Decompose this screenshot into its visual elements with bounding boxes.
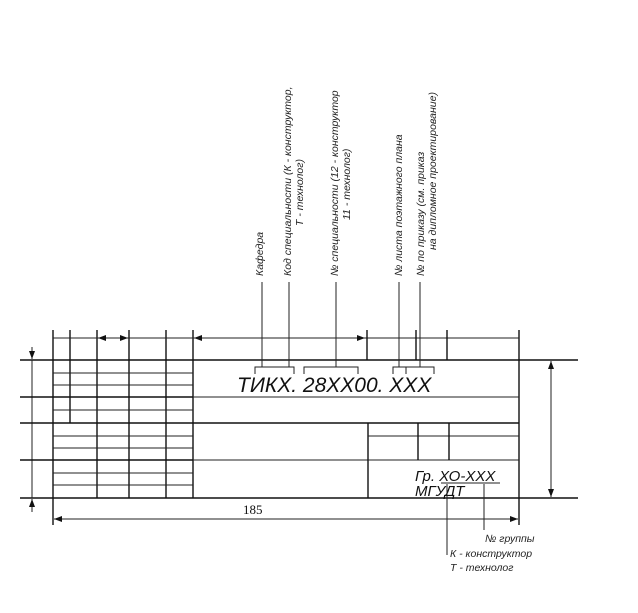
callout-technologist: Т - технолог	[450, 562, 513, 574]
callout-specialty-number: № специальности (12 - конструктор	[329, 90, 341, 276]
university-text: МГУДТ	[415, 483, 466, 500]
callout-sheet-number: № листа поэтажного плана	[393, 134, 405, 276]
left-grid	[53, 330, 194, 498]
designation-brackets	[254, 366, 435, 374]
frame	[20, 330, 578, 525]
callout-order-number: № по приказу (см. приказ	[415, 152, 427, 276]
left-dimension	[20, 347, 53, 512]
top-leaders	[261, 282, 421, 367]
callout-order-number-2: на дипломное проектирование)	[427, 92, 439, 250]
group-text: Гр. ХО-ХХХ	[415, 468, 496, 485]
right-area	[193, 396, 519, 498]
callout-group-number: № группы	[485, 533, 535, 545]
callout-department: Кафедра	[254, 232, 266, 276]
callout-specialty-number-2: 11 - технолог)	[341, 149, 353, 220]
callout-specialty-code: Код специальности (К - конструктор,	[282, 86, 294, 276]
callout-designer: К - конструктор	[450, 548, 532, 560]
width-dimension-label: 185	[243, 502, 263, 517]
top-dimension-chain	[53, 330, 519, 360]
width-dimension: 185	[54, 502, 518, 522]
designation-text: ТИКХ. 28ХХ00. ХХХ	[237, 374, 432, 397]
callout-specialty-code-2: Т - технолог)	[294, 159, 306, 226]
